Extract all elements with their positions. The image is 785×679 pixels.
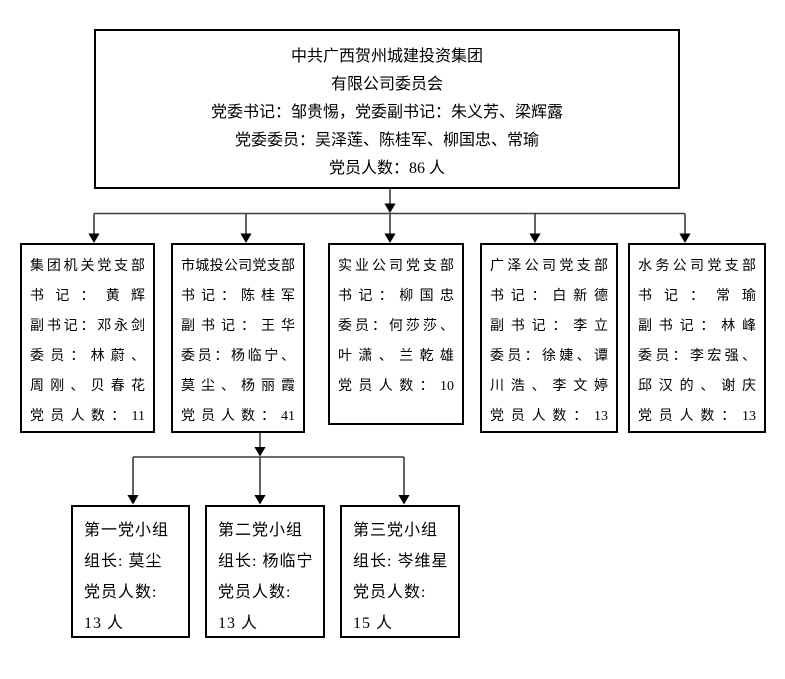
branch-box-industrial: 实业公司党支部 书记：柳国忠 委员：何莎莎、 叶潇、兰乾雄 党员人数：10 — [328, 243, 464, 425]
branch-title: 广泽公司党支部 — [490, 259, 608, 274]
secretary-line: 书记：陈桂军 — [181, 289, 295, 304]
deputy-secretary-line: 副书记：林峰 — [638, 319, 756, 334]
member-count-line: 党员人数：86 人 — [328, 160, 445, 177]
branch-box-group-hq: 集团机关党支部 书记：黄辉 副书记：邓永剑 委员：林蔚、 周刚、贝春花 党员人数… — [20, 243, 155, 433]
branch-title: 市城投公司党支部 — [181, 259, 295, 274]
group-leader-line: 组长: 杨临宁 — [218, 553, 314, 570]
branch-box-guangze: 广泽公司党支部 书记：白新德 副书记：李立 委员：徐婕、谭 川浩、李文婷 党员人… — [480, 243, 618, 433]
secretary-line: 书记：黄辉 — [30, 289, 145, 304]
secretary-line: 书记：常瑜 — [638, 289, 756, 304]
members-line-2: 川浩、李文婷 — [490, 379, 608, 394]
group-box-third: 第三党小组 组长: 岑维星 党员人数: 15 人 — [340, 505, 460, 638]
member-count-line: 党员人数：13 — [490, 409, 608, 424]
member-count-line: 党员人数：13 — [638, 409, 756, 424]
members-line: 委员：杨临宁、 — [181, 349, 295, 364]
member-count-value: 15 人 — [353, 615, 394, 632]
members-line: 委员：林蔚、 — [30, 349, 145, 364]
secretary-line: 书记：柳国忠 — [338, 289, 454, 304]
group-title: 第二党小组 — [218, 522, 304, 539]
member-count-label: 党员人数: — [84, 584, 158, 601]
members-line-2: 邱汉的、谢庆 — [638, 379, 756, 394]
members-line: 委员：李宏强、 — [638, 349, 756, 364]
deputy-secretary-line: 副书记：王华 — [181, 319, 295, 334]
branch-title: 水务公司党支部 — [638, 259, 756, 274]
org-name-line-2: 有限公司委员会 — [330, 76, 443, 93]
group-title: 第三党小组 — [353, 522, 439, 539]
group-box-first: 第一党小组 组长: 莫尘 党员人数: 13 人 — [71, 505, 190, 638]
member-count-label: 党员人数: — [353, 584, 427, 601]
root-committee-box: 中共广西贺州城建投资集团 有限公司委员会 党委书记：邹贵惕，党委副书记：朱义芳、… — [94, 29, 680, 189]
group-leader-line: 组长: 岑维星 — [353, 553, 449, 570]
group-leader-line: 组长: 莫尘 — [84, 553, 163, 570]
branch-title: 实业公司党支部 — [338, 259, 454, 274]
branch-title: 集团机关党支部 — [30, 259, 145, 274]
members-line-2: 叶潇、兰乾雄 — [338, 349, 454, 364]
party-secretary-line: 党委书记：邹贵惕，党委副书记：朱义芳、梁辉露 — [210, 104, 563, 121]
members-line: 委员：何莎莎、 — [338, 319, 454, 334]
member-count-label: 党员人数: — [218, 584, 292, 601]
deputy-secretary-line: 副书记：李立 — [490, 319, 608, 334]
member-count-line: 党员人数：10 — [338, 379, 454, 394]
member-count-value: 13 人 — [218, 615, 259, 632]
group-box-second: 第二党小组 组长: 杨临宁 党员人数: 13 人 — [205, 505, 325, 638]
members-line: 委员：徐婕、谭 — [490, 349, 608, 364]
members-line-2: 莫尘、杨丽霞 — [181, 379, 295, 394]
org-name-line-1: 中共广西贺州城建投资集团 — [290, 48, 483, 65]
committee-members-line: 党委委员：吴泽莲、陈桂军、柳国忠、常瑜 — [234, 132, 539, 149]
member-count-line: 党员人数：11 — [30, 409, 145, 424]
members-line-2: 周刚、贝春花 — [30, 379, 145, 394]
member-count-line: 党员人数：41 — [181, 409, 295, 424]
branch-box-city-investment: 市城投公司党支部 书记：陈桂军 副书记：王华 委员：杨临宁、 莫尘、杨丽霞 党员… — [171, 243, 305, 433]
group-title: 第一党小组 — [84, 522, 170, 539]
branch-box-water: 水务公司党支部 书记：常瑜 副书记：林峰 委员：李宏强、 邱汉的、谢庆 党员人数… — [628, 243, 766, 433]
secretary-line: 书记：白新德 — [490, 289, 608, 304]
member-count-value: 13 人 — [84, 615, 125, 632]
deputy-secretary-line: 副书记：邓永剑 — [30, 319, 145, 334]
